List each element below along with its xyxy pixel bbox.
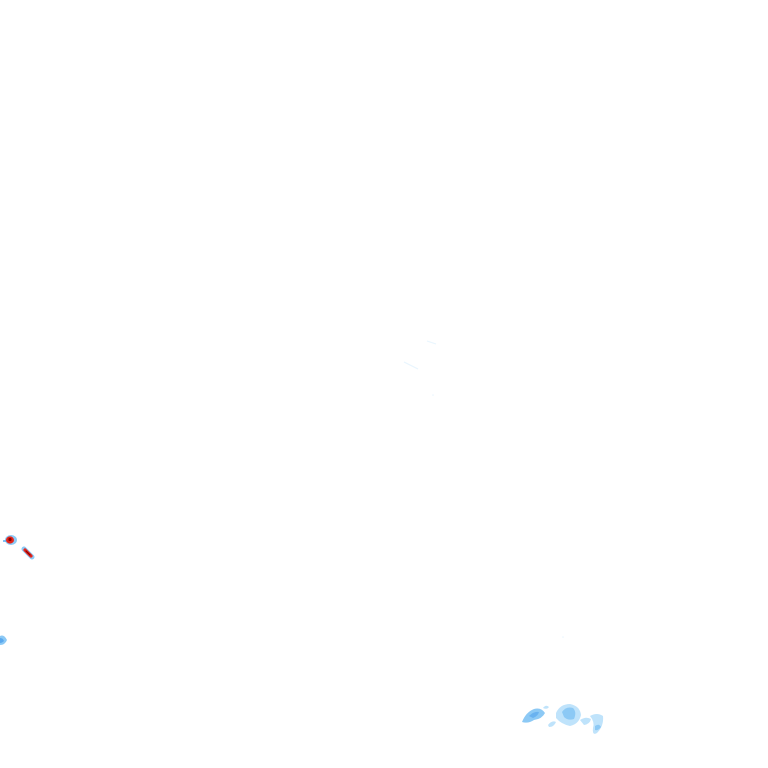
rain-patch-west-edge[interactable] xyxy=(0,635,7,646)
faint-echoes-center xyxy=(403,340,564,638)
storm-cell-west[interactable] xyxy=(3,535,17,545)
rain-band-southeast[interactable] xyxy=(522,704,604,734)
storm-cell-west-secondary[interactable] xyxy=(21,546,35,560)
